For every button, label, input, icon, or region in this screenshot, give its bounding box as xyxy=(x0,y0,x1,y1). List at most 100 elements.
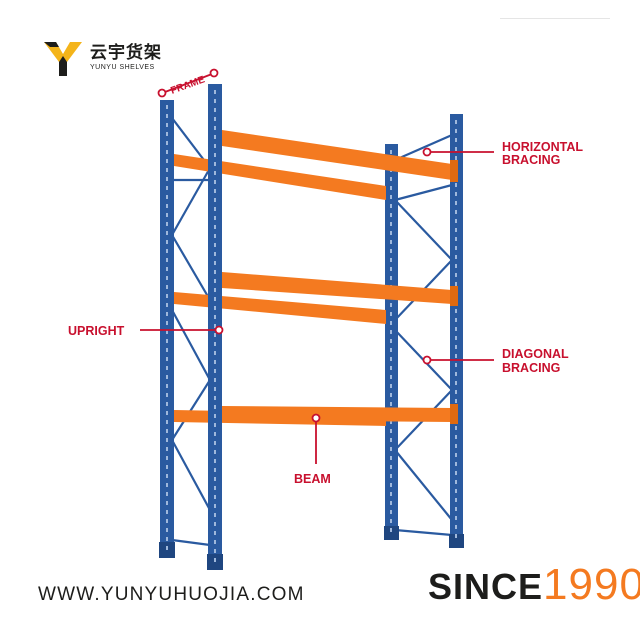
perforation-hole xyxy=(455,345,457,349)
right-frame-bracing xyxy=(394,133,453,537)
perforation-hole xyxy=(166,105,168,109)
perforation-hole xyxy=(214,495,216,499)
perforation-hole xyxy=(214,342,216,346)
perforation-hole xyxy=(455,444,457,448)
perforation-hole xyxy=(390,465,392,469)
perforation-hole xyxy=(455,201,457,205)
perforation-hole xyxy=(214,540,216,544)
perforation-hole xyxy=(455,462,457,466)
perforation-hole xyxy=(390,447,392,451)
perforation-hole xyxy=(214,333,216,337)
perforation-hole xyxy=(214,171,216,175)
perforation-hole xyxy=(214,423,216,427)
perforation-hole xyxy=(390,528,392,532)
perforation-hole xyxy=(166,474,168,478)
perforation-hole xyxy=(390,519,392,523)
perforation-hole xyxy=(166,501,168,505)
perforation-hole xyxy=(455,138,457,142)
perforation-hole xyxy=(214,468,216,472)
perforation-hole xyxy=(455,381,457,385)
perforation-hole xyxy=(166,456,168,460)
perforation-hole xyxy=(214,306,216,310)
perforation-hole xyxy=(390,402,392,406)
perforation-hole xyxy=(455,507,457,511)
perforation-hole xyxy=(166,357,168,361)
perforation-hole xyxy=(214,378,216,382)
perforation-hole xyxy=(455,237,457,241)
perforation-hole xyxy=(390,195,392,199)
perforation-hole xyxy=(166,204,168,208)
perforation-hole xyxy=(214,396,216,400)
perforation-hole xyxy=(214,90,216,94)
perforation-hole xyxy=(455,435,457,439)
perforation-hole xyxy=(214,369,216,373)
perforation-hole xyxy=(455,264,457,268)
perforation-hole xyxy=(390,393,392,397)
perforation-hole xyxy=(166,276,168,280)
perforation-hole xyxy=(390,150,392,154)
perforation-hole xyxy=(390,420,392,424)
perforation-hole xyxy=(214,135,216,139)
perforation-hole xyxy=(455,219,457,223)
perforation-hole xyxy=(166,177,168,181)
perforation-hole xyxy=(214,360,216,364)
perforation-hole xyxy=(455,534,457,538)
perforation-hole xyxy=(166,492,168,496)
perforation-hole xyxy=(214,549,216,553)
callout-markers xyxy=(157,68,432,423)
perforation-hole xyxy=(390,501,392,505)
perforation-hole xyxy=(166,330,168,334)
label-horizontal-bracing-2: BRACING xyxy=(502,153,560,167)
perforation-hole xyxy=(214,450,216,454)
perforation-hole xyxy=(390,429,392,433)
perforation-hole xyxy=(166,465,168,469)
perforation-hole xyxy=(390,456,392,460)
perforation-hole xyxy=(390,357,392,361)
perforation-hole xyxy=(390,492,392,496)
perforation-hole xyxy=(214,351,216,355)
perforation-hole xyxy=(455,471,457,475)
perforation-hole xyxy=(390,330,392,334)
perforation-hole xyxy=(166,258,168,262)
perforation-hole xyxy=(214,387,216,391)
label-diagonal-bracing-2: BRACING xyxy=(502,361,560,375)
perforation-hole xyxy=(390,510,392,514)
perforation-hole xyxy=(166,411,168,415)
label-diagonal-bracing-1: DIAGONAL xyxy=(502,347,569,361)
since-year: 1990 xyxy=(543,560,640,609)
perforation-hole xyxy=(455,426,457,430)
perforation-hole xyxy=(214,414,216,418)
perforation-hole xyxy=(390,222,392,226)
beam-front-mid xyxy=(222,272,458,306)
perforation-hole xyxy=(166,321,168,325)
perforation-hole xyxy=(214,225,216,229)
since-word: SINCE xyxy=(428,566,544,607)
perforation-hole xyxy=(214,243,216,247)
perforation-hole xyxy=(166,285,168,289)
perforation-hole xyxy=(166,222,168,226)
perforation-hole xyxy=(390,348,392,352)
perforation-hole xyxy=(214,531,216,535)
perforation-hole xyxy=(214,180,216,184)
perforation-hole xyxy=(214,324,216,328)
perforation-hole xyxy=(214,513,216,517)
perforation-hole xyxy=(455,399,457,403)
perforation-hole xyxy=(214,252,216,256)
label-beam: BEAM xyxy=(294,472,331,486)
perforation-hole xyxy=(214,216,216,220)
label-frame: FRAME xyxy=(169,74,206,97)
perforation-hole xyxy=(455,498,457,502)
perforation-hole xyxy=(390,366,392,370)
perforation-hole xyxy=(166,249,168,253)
perforation-hole xyxy=(214,99,216,103)
website-url: WWW.YUNYUHUOJIA.COM xyxy=(38,584,305,605)
perforation-hole xyxy=(455,363,457,367)
perforation-hole xyxy=(166,528,168,532)
perforation-hole xyxy=(166,402,168,406)
perforation-hole xyxy=(214,504,216,508)
perforation-hole xyxy=(214,459,216,463)
perforation-hole xyxy=(166,195,168,199)
perforation-hole xyxy=(455,309,457,313)
perforation-hole xyxy=(166,546,168,550)
perforation-hole xyxy=(214,117,216,121)
